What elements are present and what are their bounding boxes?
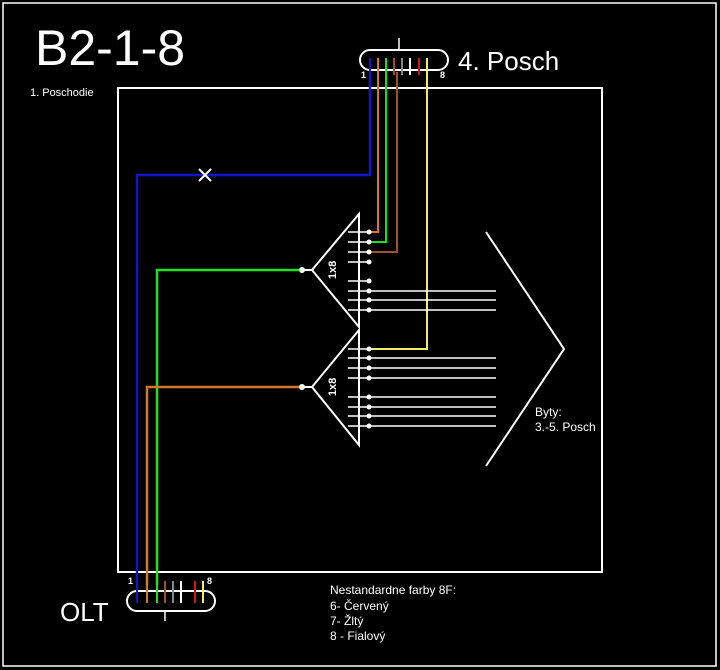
- splitter-1: [299, 211, 496, 330]
- legend-heading: Nestandardne farby 8F:: [330, 583, 457, 597]
- orange-fiber-olt: [145, 385, 301, 585]
- legend-item-yellow: 7- Žltý: [330, 614, 364, 628]
- floor-label: 1. Poschodie: [30, 87, 94, 99]
- green-fiber-olt: [155, 268, 301, 585]
- splitter-1-label: 1x8: [327, 261, 339, 279]
- floor-box: [117, 87, 603, 573]
- olt-label: OLT: [60, 597, 109, 627]
- legend-item-red: 6- Červený: [330, 599, 389, 613]
- yellow-fiber-top: [370, 72, 428, 350]
- olt-cable-end-number: 8: [207, 576, 212, 586]
- olt-cable-connector: [126, 581, 216, 621]
- splitter-2: [299, 327, 496, 448]
- brown-fiber-top: [370, 72, 398, 253]
- apartments-label-line1: Byty:: [535, 405, 562, 419]
- apartments-chevron: [485, 231, 566, 467]
- olt-cable-start-number: 1: [128, 576, 133, 586]
- orange-fiber-top: [370, 72, 379, 233]
- splitter-2-label: 1x8: [327, 378, 339, 396]
- legend-item-violet: 8 - Fialový: [330, 629, 386, 643]
- top-cable-label: 4. Posch: [458, 46, 560, 76]
- cut-marker: [198, 168, 212, 182]
- top-cable-end-number: 8: [440, 70, 445, 80]
- page-title: B2-1-8: [35, 20, 186, 76]
- blue-fiber: [135, 72, 372, 585]
- top-cable-start-number: 1: [361, 70, 366, 80]
- apartments-label-line2: 3.-5. Posch: [535, 420, 596, 434]
- top-cable-connector: [359, 38, 449, 75]
- green-fiber-top: [370, 72, 387, 243]
